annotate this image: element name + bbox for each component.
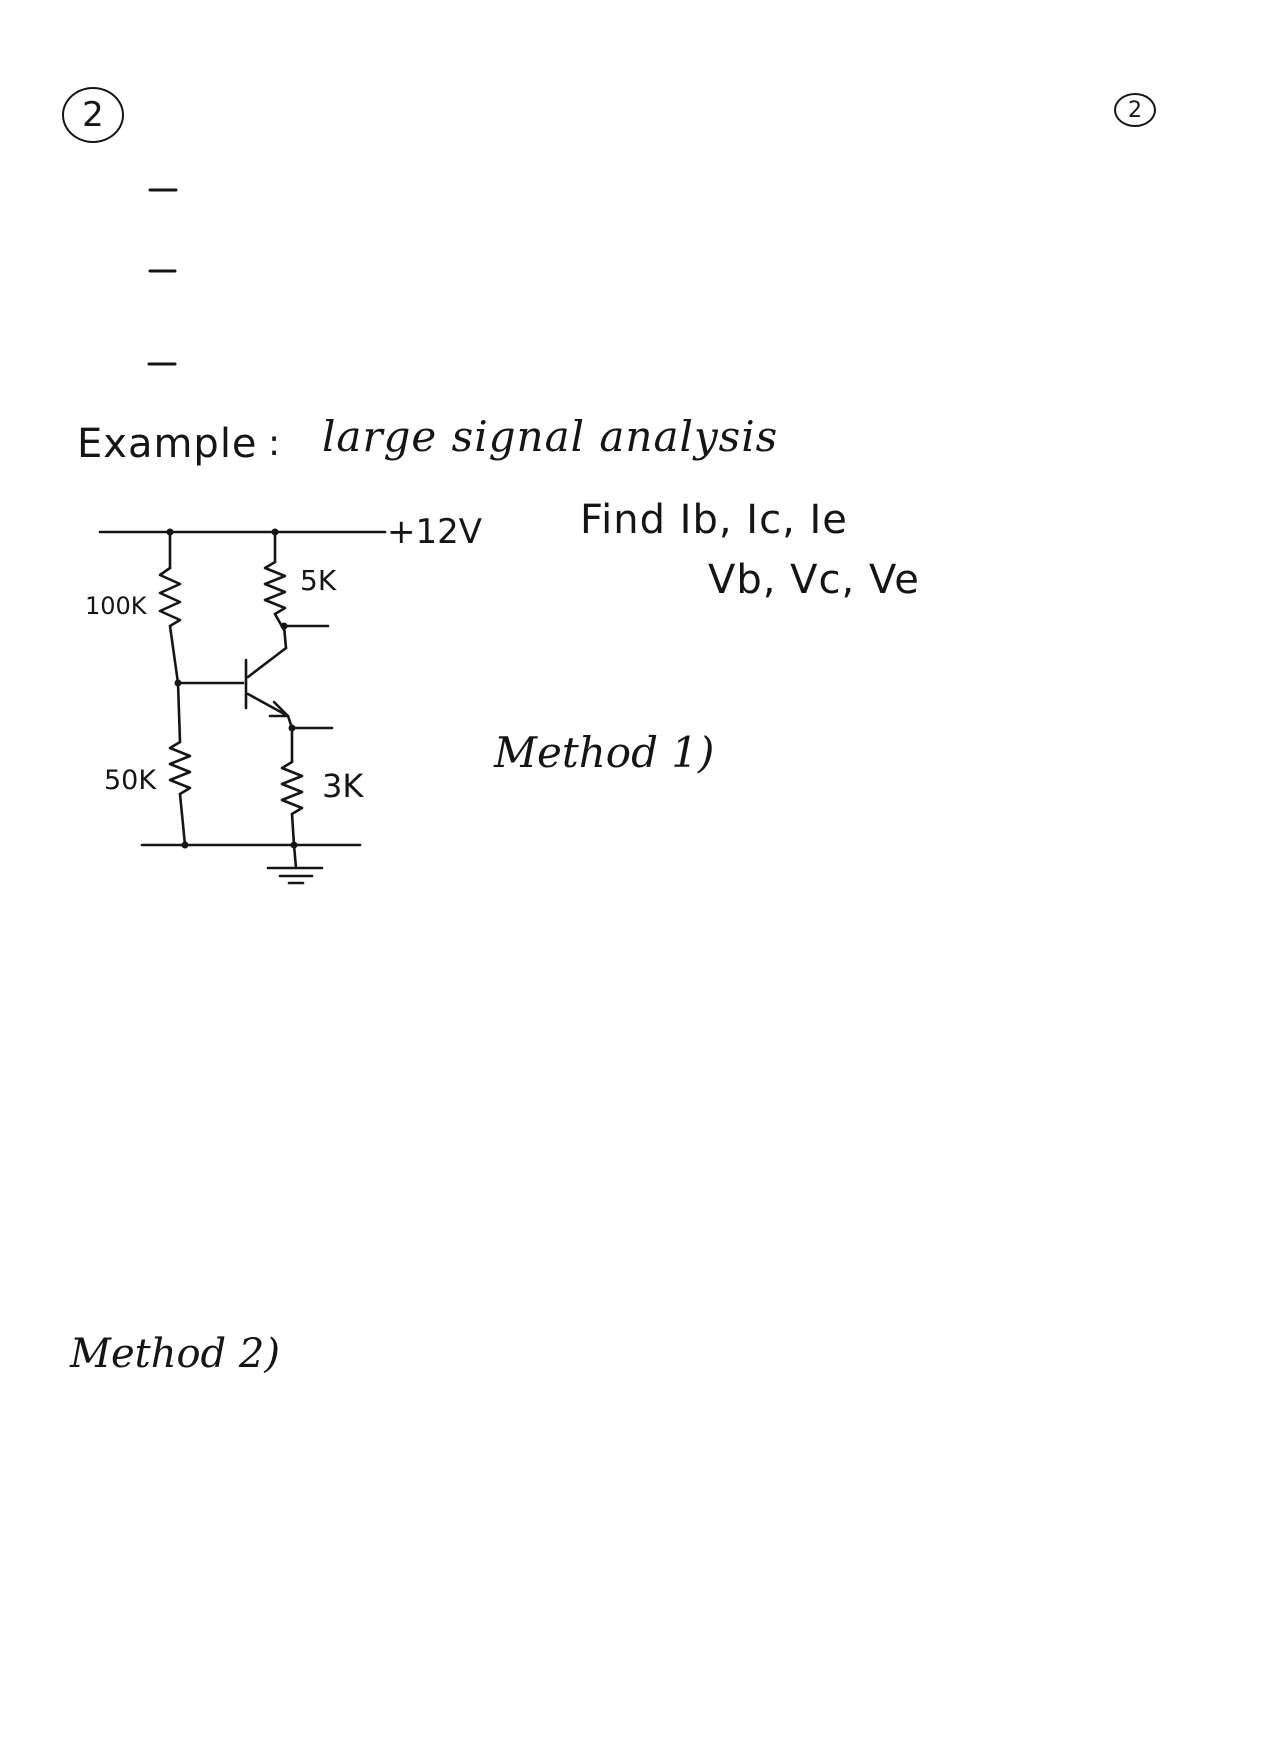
page-number-left: 2: [62, 87, 124, 143]
r1-label: 100K: [85, 592, 148, 620]
transistor-emitter-lead: [246, 692, 290, 718]
r1-bottom-wire: [168, 624, 180, 685]
example-label: Example: [77, 421, 258, 467]
r2-resistor: [168, 740, 192, 796]
example-title: large signal analysis: [322, 412, 779, 461]
r2-top-wire: [176, 681, 182, 744]
find-currents-text: Find Ib, Ic, Ie: [580, 497, 848, 543]
rc-resistor: [263, 560, 287, 616]
page-number-left-text: 2: [82, 95, 104, 135]
collector-node-wire: [282, 624, 288, 650]
example-colon: :: [268, 423, 281, 464]
node-dot-rc-top: [271, 528, 279, 536]
r1-resistor: [158, 566, 182, 628]
r2-bottom-wire: [178, 792, 187, 847]
rc-label: 5K: [300, 564, 337, 597]
re-bottom-wire: [290, 812, 296, 847]
method-1-heading: Method 1): [494, 728, 715, 777]
re-label: 3K: [322, 767, 364, 805]
re-resistor: [280, 760, 304, 816]
node-dot-r2-bottom: [181, 841, 189, 849]
node-dot-base: [174, 679, 182, 687]
find-voltages-text: Vb, Vc, Ve: [708, 557, 920, 603]
ground-wire: [292, 843, 298, 870]
transistor-collector-lead: [246, 646, 288, 679]
method-2-heading: Method 2): [70, 1331, 280, 1377]
supply-voltage-label: +12V: [387, 512, 482, 552]
page-number-right: 2: [1114, 93, 1156, 127]
node-dot-r1-top: [166, 528, 174, 536]
r2-label: 50K: [104, 765, 157, 796]
page-number-right-text: 2: [1128, 97, 1142, 123]
node-dot-emitter: [288, 724, 296, 732]
node-dot-collector: [280, 622, 288, 630]
node-dot-re-bottom: [290, 841, 298, 849]
